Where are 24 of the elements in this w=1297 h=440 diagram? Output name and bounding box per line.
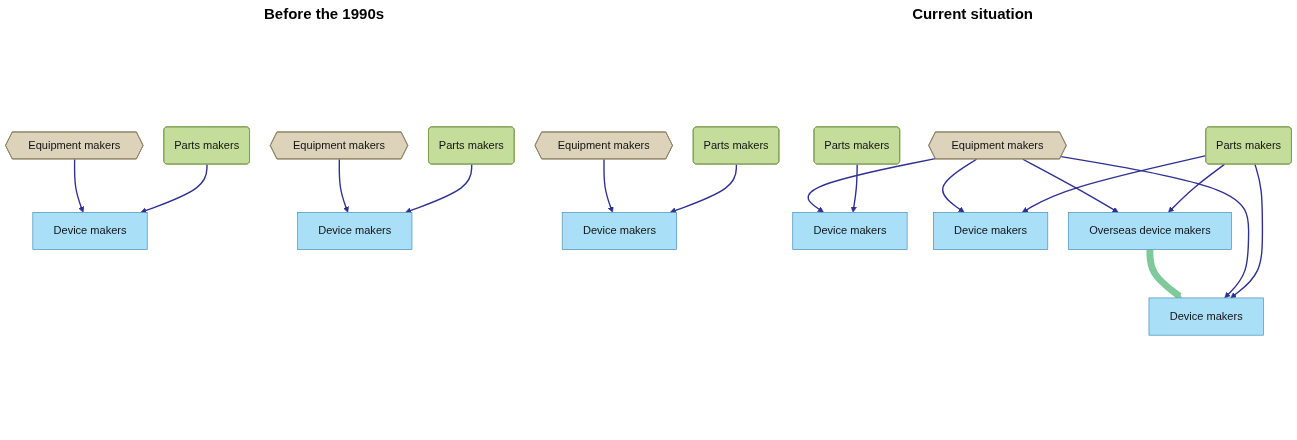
node-box: Overseas device makers [1068,212,1232,250]
node-box: Device makers [297,212,413,250]
arrow [1230,163,1264,299]
arrow [1060,155,1250,299]
arrow [1168,163,1226,213]
arrow [338,158,349,213]
arrow [850,163,858,213]
arrow [1022,158,1119,213]
node-box: Device makers [1148,297,1264,336]
arrow [669,163,738,214]
node-box: Device makers [32,212,148,250]
arrow [1146,249,1182,299]
node-box: Device makers [792,212,908,250]
panel-heading: Before the 1990s [264,4,385,22]
arrow [941,158,978,213]
node-box: Device makers [561,212,677,250]
node-box: Device makers [933,212,1049,250]
arrow [603,158,614,213]
arrow [1022,155,1207,213]
panel-heading: Current situation [912,4,1033,22]
arrow [73,158,85,213]
arrow [807,157,937,213]
arrow [140,163,208,214]
arrow [405,163,473,214]
